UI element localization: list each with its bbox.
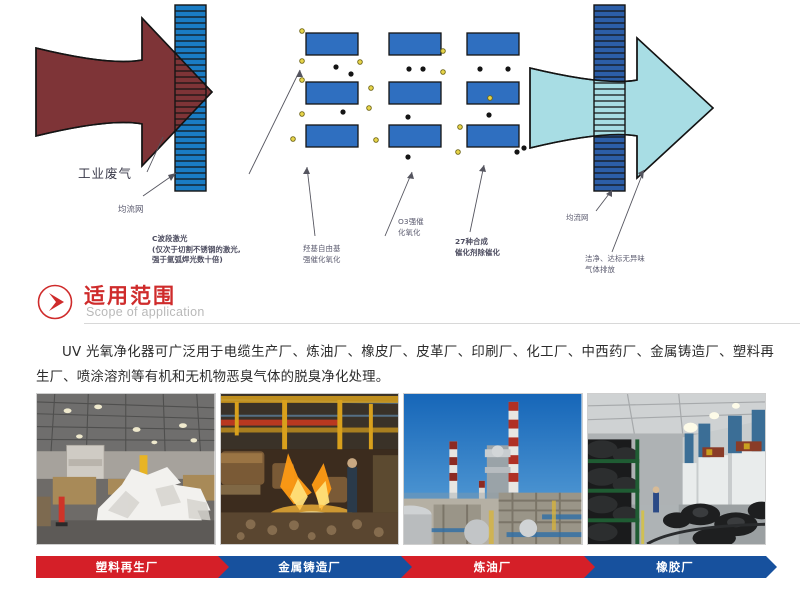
label-grid-left: 均流网 — [118, 204, 144, 214]
photo-plastic-recycling-image — [37, 394, 215, 544]
uv-lamp — [388, 81, 442, 105]
photo-rubber-factory[interactable] — [586, 393, 766, 545]
caption-rubber-factory-label: 橡胶厂 — [656, 560, 694, 574]
caption-metal-foundry-label: 金属铸造厂 — [278, 560, 341, 574]
label-industrial-waste-gas: 工业废气 — [78, 166, 133, 181]
photo-rubber-factory-image — [587, 394, 765, 544]
label-ozone-oxidation: O3强催 化氧化 — [398, 217, 424, 237]
caption-plastic-recycling-label: 塑料再生厂 — [95, 560, 159, 574]
section-title: 适用范围 — [84, 284, 176, 308]
photo-oil-refinery-image — [404, 394, 582, 544]
process-diagram: 工业废气 均流网 C波段激光 (仅次于切割不锈钢的激光, 强于氩弧焊光数十倍) … — [0, 0, 800, 285]
uv-lamp — [466, 81, 520, 105]
chevron-right-circle-icon — [37, 284, 73, 320]
photo-oil-refinery[interactable] — [403, 393, 583, 545]
photo-plastic-recycling[interactable] — [36, 393, 216, 545]
caption-bar: 塑料再生厂 金属铸造厂 炼油厂 橡胶厂 — [36, 556, 777, 578]
section-subtitle: Scope of application — [86, 305, 205, 319]
uv-lamp — [466, 124, 520, 148]
stack-mid — [449, 441, 458, 499]
uv-lamp — [305, 81, 359, 105]
stack-short — [478, 480, 485, 515]
uv-lamp — [388, 124, 442, 148]
section-divider — [84, 323, 800, 324]
caption-oil-refinery-label: 炼油厂 — [473, 560, 512, 574]
label-grid-right: 均流网 — [566, 213, 589, 222]
uv-lamp — [305, 124, 359, 148]
uv-lamp — [388, 32, 442, 56]
caption-rubber-factory[interactable]: 橡胶厂 — [584, 556, 777, 578]
caption-metal-foundry[interactable]: 金属铸造厂 — [218, 556, 412, 578]
caption-oil-refinery[interactable]: 炼油厂 — [401, 556, 595, 578]
section-header: 适用范围 Scope of application — [36, 280, 800, 326]
scope-description: UV 光氧净化器可广泛用于电缆生产厂、炼油厂、橡皮厂、皮革厂、印刷厂、化工厂、中… — [36, 341, 774, 391]
ozone-particles — [290, 28, 493, 155]
label-catalyst-27: 27种合成 催化剂除催化 — [455, 237, 500, 257]
label-clean-output: 洁净、达标无异味 气体排放 — [585, 254, 645, 274]
photo-gallery — [36, 393, 766, 545]
leader-lines — [142, 69, 645, 253]
label-c-band-laser: C波段激光 (仅次于切割不锈钢的激光, 强于氩弧焊光数十倍) — [152, 234, 241, 265]
uv-lamp — [466, 32, 520, 56]
pollutant-particles — [333, 64, 527, 160]
uv-lamp — [305, 32, 359, 56]
label-hydroxyl-radical: 羟基自由基 强催化氧化 — [303, 244, 341, 264]
photo-metal-foundry[interactable] — [219, 393, 399, 545]
leader-arrowheads — [168, 70, 644, 197]
photo-metal-foundry-image — [220, 394, 398, 544]
caption-plastic-recycling[interactable]: 塑料再生厂 — [36, 556, 229, 578]
uv-lamp-array — [290, 28, 527, 160]
diagram-svg — [35, 4, 714, 253]
scope-description-text: UV 光氧净化器可广泛用于电缆生产厂、炼油厂、橡皮厂、皮革厂、印刷厂、化工厂、中… — [36, 345, 774, 385]
stack-tall — [508, 401, 519, 493]
